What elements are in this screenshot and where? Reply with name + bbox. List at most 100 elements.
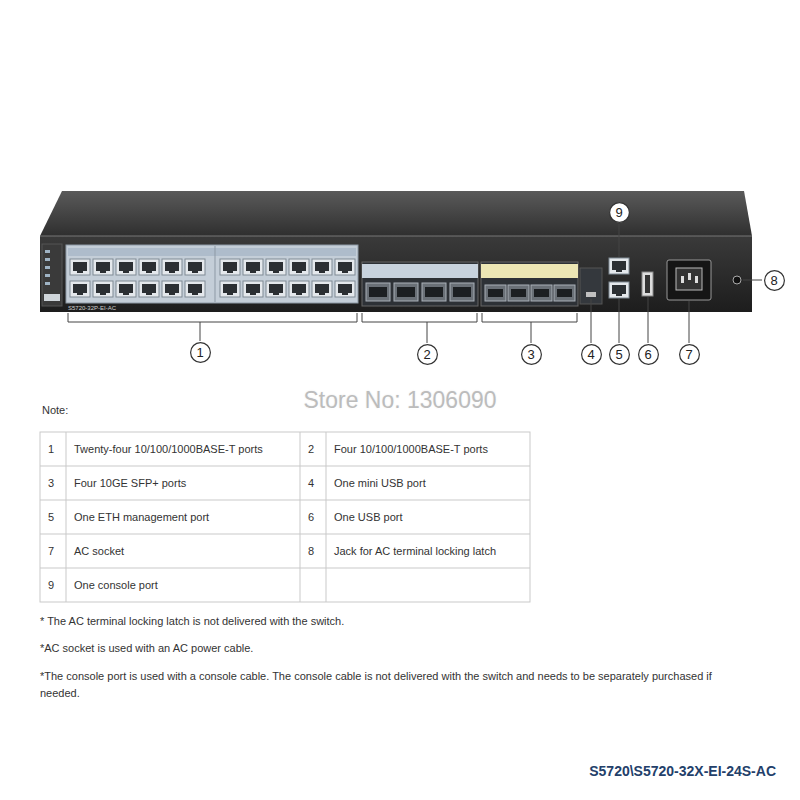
table-number: 7: [40, 534, 66, 568]
rj45-port: [243, 281, 263, 297]
callout-ring: [190, 342, 210, 362]
rj45-port: [185, 281, 205, 297]
rj45-port: [93, 259, 113, 275]
rj45-port: [220, 259, 240, 275]
rj45-port: [220, 281, 240, 297]
sfp-port: [422, 283, 446, 301]
note-heading: Note:: [42, 403, 122, 419]
rj45-port: [185, 259, 205, 275]
table-number: 5: [40, 500, 66, 534]
leader-line: [743, 280, 762, 281]
table-number: 8: [300, 534, 326, 568]
callout-ring: [609, 202, 629, 222]
rj45-port: [289, 259, 309, 275]
ac-inlet: [676, 268, 702, 290]
callout-number: 8: [770, 273, 777, 288]
leader-line: [591, 299, 592, 343]
sfp-port: [366, 283, 390, 301]
table-cell: One ETH management port: [66, 500, 300, 534]
rj45-port: [162, 259, 182, 275]
mini-usb-port: [586, 292, 596, 297]
ac-pin: [695, 276, 698, 283]
sfp-plus-port: [531, 285, 552, 301]
rj45-port: [266, 259, 286, 275]
leader-line: [689, 301, 690, 343]
leader-line: [531, 322, 532, 343]
sfp-plus-port: [508, 285, 529, 301]
callout-circle: 2: [417, 344, 438, 365]
status-led: [45, 250, 50, 253]
rj45-port: [312, 259, 332, 275]
usb-frame: [580, 268, 602, 304]
rj45-port: [70, 281, 90, 297]
ac-socket: [667, 260, 711, 300]
callout-circle: 3: [521, 344, 542, 365]
table-rule: [40, 466, 530, 467]
rj45-port: [266, 281, 286, 297]
table-cell: AC socket: [66, 534, 300, 568]
rj45-port: [335, 281, 355, 297]
ac-pin: [681, 276, 684, 283]
callout-circle: 8: [764, 270, 785, 291]
table-number: 3: [40, 466, 66, 500]
rj45-port: [70, 259, 90, 275]
latch-jack: [733, 276, 741, 284]
sfp-plus-panel: [481, 262, 578, 306]
table-cell: Twenty-four 10/100/1000BASE-T ports: [66, 432, 300, 466]
table-number: 4: [300, 466, 326, 500]
footnote: *The console port is used with a console…: [40, 668, 730, 702]
eth-port: [609, 282, 629, 298]
callout-number: 9: [615, 205, 622, 220]
sfp-port: [394, 283, 418, 301]
table-border: [40, 432, 530, 602]
sfp-plus-port: [485, 285, 506, 301]
table-rule: [40, 568, 530, 569]
bracket: [482, 313, 577, 322]
switch-edge: [40, 236, 752, 237]
switch-front: [40, 236, 752, 312]
callout-circle: 1: [190, 342, 211, 363]
rj45-port: [243, 259, 263, 275]
leader-line: [619, 224, 620, 257]
table-cell: One USB port: [326, 500, 530, 534]
table-rule: [326, 432, 327, 602]
port-panel: [66, 245, 358, 303]
rj45-port: [139, 259, 159, 275]
table-number: 1: [40, 432, 66, 466]
rj45-port: [162, 281, 182, 297]
rj45-port: [335, 259, 355, 275]
rj45-port: [116, 281, 136, 297]
callout-number: 4: [587, 347, 594, 362]
status-led: [45, 266, 50, 269]
leader-line: [648, 297, 649, 343]
ac-pin: [688, 273, 691, 280]
mode-button: [44, 294, 60, 301]
table-rule: [300, 432, 301, 602]
leader-line: [200, 322, 201, 341]
callout-ring: [609, 344, 629, 364]
bracket: [362, 313, 477, 322]
table-cell: One mini USB port: [326, 466, 530, 500]
rj45-port: [139, 281, 159, 297]
callout-circle: 6: [638, 344, 659, 365]
table-number: 2: [300, 432, 326, 466]
callout-ring: [417, 344, 437, 364]
port-number-strip: [68, 248, 356, 256]
table-rule: [66, 432, 67, 602]
switch-top: [40, 191, 752, 236]
leader-line: [619, 299, 620, 343]
sfp-strip: [362, 264, 478, 278]
status-led: [45, 282, 50, 285]
rj45-port: [116, 259, 136, 275]
rj45-port: [93, 281, 113, 297]
table-cell: Jack for AC terminal locking latch: [326, 534, 530, 568]
table-cell: Four 10/100/1000BASE-T ports: [326, 432, 530, 466]
status-led: [45, 274, 50, 277]
callout-ring: [638, 344, 658, 364]
sfp-plus-port: [554, 285, 575, 301]
callout-circle: 5: [609, 344, 630, 365]
usb-slot: [645, 275, 650, 293]
callout-number: 6: [644, 347, 651, 362]
callout-number: 2: [423, 347, 430, 362]
rj45-port: [312, 281, 332, 297]
